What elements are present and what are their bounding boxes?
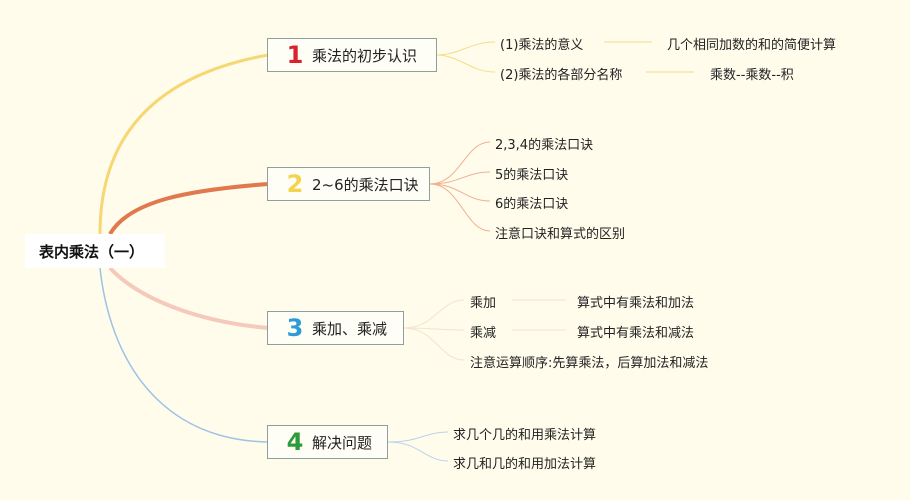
branch-node-2[interactable]: 2 2~6的乘法口诀 xyxy=(267,167,430,201)
number-4-icon: 4 xyxy=(286,428,304,456)
branch-node-4[interactable]: 4 解决问题 xyxy=(267,425,388,459)
edge-b2-leaf-1 xyxy=(429,141,491,185)
edge-root-branch-3 xyxy=(108,266,269,330)
leaf-node[interactable]: (2)乘法的各部分名称 xyxy=(500,68,623,83)
edge-root-branch-4 xyxy=(99,267,269,443)
leaf-node[interactable]: 注意口诀和算式的区别 xyxy=(495,227,626,242)
edge-b4-leaf-1 xyxy=(387,431,449,443)
edge-b1-leaf-2 xyxy=(435,54,496,73)
leaf-detail[interactable]: 算式中有乘法和减法 xyxy=(577,326,695,341)
leaf-node[interactable]: 乘减 xyxy=(470,326,497,341)
number-2-icon: 2 xyxy=(286,170,304,198)
leaf-detail[interactable]: 算式中有乘法和加法 xyxy=(577,296,695,311)
leaf-node[interactable]: 求几个几的和用乘法计算 xyxy=(453,428,597,443)
edge-b3-leaf-3 xyxy=(403,327,465,361)
leaf-detail[interactable]: 几个相同加数的和的简便计算 xyxy=(667,38,837,53)
branch-node-3[interactable]: 3 乘加、乘减 xyxy=(267,311,404,345)
root-label: 表内乘法（一） xyxy=(39,242,145,261)
leaf-node[interactable]: 乘加 xyxy=(470,296,497,311)
number-1-icon: 1 xyxy=(286,41,304,69)
branch-label: 乘法的初步认识 xyxy=(312,46,418,65)
leaf-node[interactable]: 注意运算顺序:先算乘法，后算加法和减法 xyxy=(470,356,709,371)
leaf-node[interactable]: 求几和几的和用加法计算 xyxy=(453,457,597,472)
number-3-icon: 3 xyxy=(286,314,304,342)
edge-b1-leaf-1 xyxy=(435,41,496,56)
root-node[interactable]: 表内乘法（一） xyxy=(25,234,165,268)
edge-b2-leaf-2 xyxy=(429,171,491,185)
edge-b4-leaf-2 xyxy=(387,441,449,462)
edge-b2-leaf-4 xyxy=(429,183,491,232)
leaf-node[interactable]: 2,3,4的乘法口诀 xyxy=(495,138,594,153)
edge-b3-leaf-2 xyxy=(403,327,465,331)
edge-b2-leaf-3 xyxy=(429,183,491,202)
leaf-detail[interactable]: 乘数--乘数--积 xyxy=(710,68,794,83)
branch-label: 解决问题 xyxy=(312,433,373,452)
edge-root-branch-1 xyxy=(98,53,269,235)
branch-label: 2~6的乘法口诀 xyxy=(312,175,419,194)
edge-root-branch-2 xyxy=(108,182,269,236)
leaf-node[interactable]: (1)乘法的意义 xyxy=(500,38,584,53)
edge-b3-leaf-1 xyxy=(403,299,465,329)
branch-label: 乘加、乘减 xyxy=(312,319,388,338)
leaf-node[interactable]: 6的乘法口诀 xyxy=(495,197,569,212)
leaf-node[interactable]: 5的乘法口诀 xyxy=(495,168,569,183)
branch-node-1[interactable]: 1 乘法的初步认识 xyxy=(267,38,437,72)
